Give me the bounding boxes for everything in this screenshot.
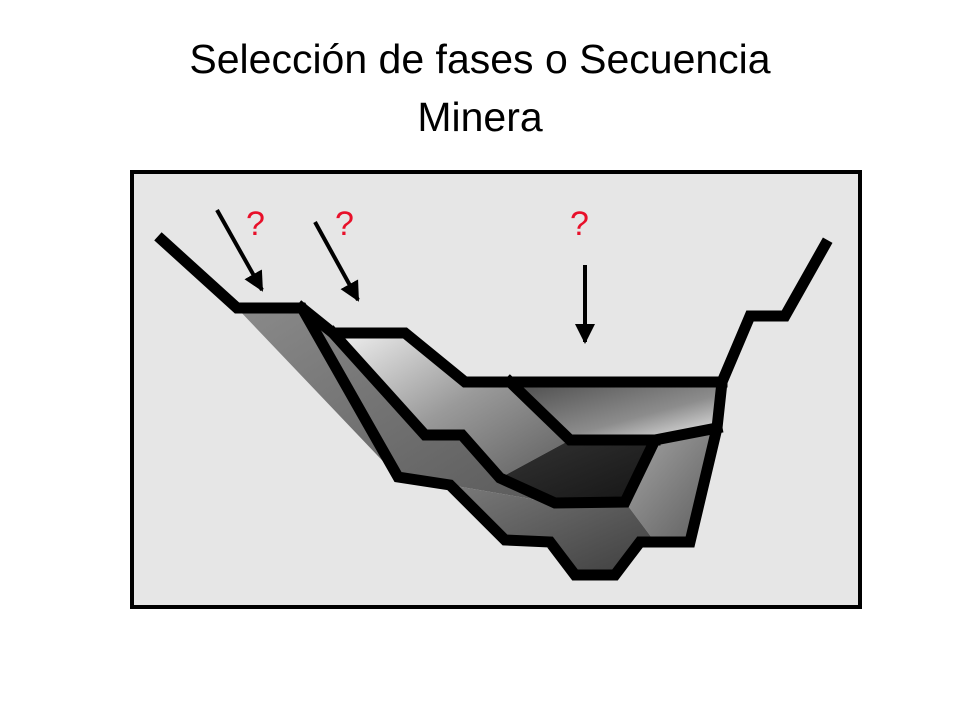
pit-phase-4 bbox=[500, 440, 655, 503]
arrow-2-icon bbox=[313, 221, 360, 302]
phase-boundary-2 bbox=[325, 325, 724, 509]
phase-boundary-3 bbox=[502, 374, 661, 446]
title-line-2: Minera bbox=[417, 94, 543, 140]
question-marker-1: ? bbox=[246, 205, 265, 243]
title-line-1: Selección de fases o Secuencia bbox=[189, 36, 771, 82]
question-marker-3: ? bbox=[570, 205, 589, 243]
phase-boundary-1 bbox=[294, 300, 728, 388]
pit-phase-2 bbox=[333, 333, 570, 478]
arrow-1-icon bbox=[215, 209, 264, 292]
pit-phase-3 bbox=[510, 382, 722, 440]
question-marker-2: ? bbox=[335, 205, 354, 243]
slide-title: Selección de fases o Secuencia Minera bbox=[0, 30, 960, 146]
pit-outline-left-wall bbox=[154, 232, 833, 581]
